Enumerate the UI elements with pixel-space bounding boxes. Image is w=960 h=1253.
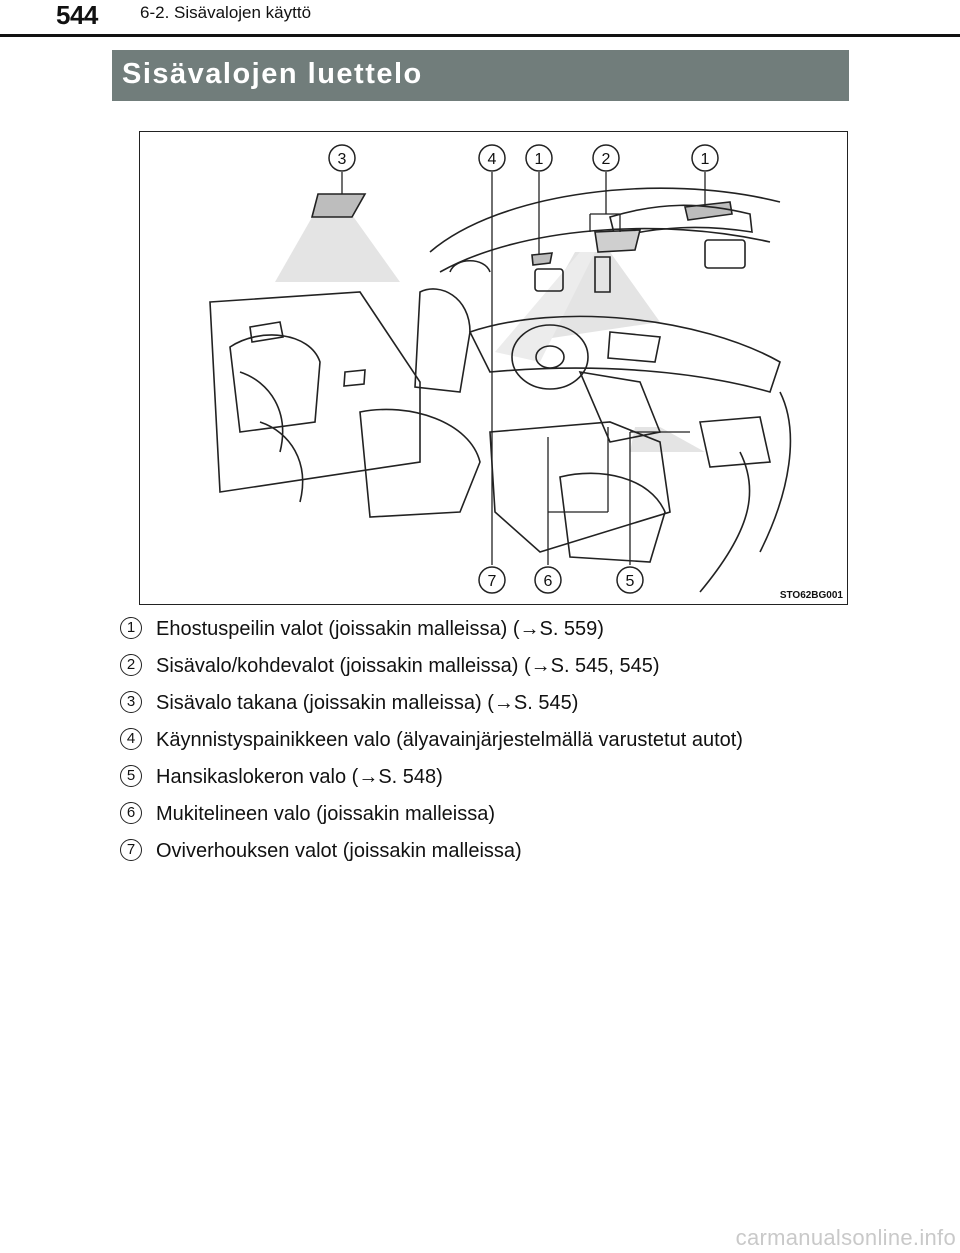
item-text: Ehostuspeilin valot (joissakin malleissa… bbox=[156, 618, 604, 640]
list-item: 6 Mukitelineen valo (joissakin malleissa… bbox=[112, 797, 872, 829]
item-text: Sisävalo/kohdevalot (joissakin malleissa… bbox=[156, 655, 660, 677]
header-rule bbox=[0, 34, 960, 37]
callout-label: 3 bbox=[338, 151, 347, 168]
callout-label: 4 bbox=[488, 151, 497, 168]
list-item: 5 Hansikaslokeron valo (→S. 548) bbox=[112, 760, 872, 792]
callout-1b bbox=[691, 144, 719, 172]
item-number-badge: 6 bbox=[120, 802, 142, 824]
light-cone-center bbox=[495, 252, 595, 362]
list-item: 7 Oviverhouksen valot (joissakin malleis… bbox=[112, 834, 872, 866]
running-header: 6-2. Sisävalojen käyttö bbox=[140, 3, 312, 22]
callout-label: 2 bbox=[602, 151, 611, 168]
item-text: Oviverhouksen valot (joissakin malleissa… bbox=[156, 840, 522, 862]
section-title: Sisävalojen luettelo bbox=[112, 50, 849, 101]
watermark: carmanualsonline.info bbox=[735, 1225, 956, 1250]
callout-5 bbox=[616, 566, 644, 594]
item-number-badge: 3 bbox=[120, 691, 142, 713]
interior-lights-figure: 3 4 1 2 1 7 6 5 STO62BG001 bbox=[139, 131, 848, 605]
list-item: 4 Käynnistyspainikkeen valo (älyavainjär… bbox=[112, 723, 872, 755]
callout-label: 1 bbox=[535, 151, 544, 168]
light-cone-rear bbox=[275, 212, 400, 282]
item-number-badge: 1 bbox=[120, 617, 142, 639]
item-number-badge: 7 bbox=[120, 839, 142, 861]
callout-circles bbox=[328, 144, 719, 594]
item-number-badge: 5 bbox=[120, 765, 142, 787]
light-cone-glovebox bbox=[630, 427, 705, 452]
callout-label: 5 bbox=[626, 573, 635, 590]
item-text: Mukitelineen valo (joissakin malleissa) bbox=[156, 803, 496, 825]
figure-code: STO62BG001 bbox=[779, 590, 843, 601]
item-text: Käynnistyspainikkeen valo (älyavainjärje… bbox=[156, 729, 743, 751]
list-item: 2 Sisävalo/kohdevalot (joissakin malleis… bbox=[112, 649, 872, 681]
callout-2 bbox=[592, 144, 620, 172]
callout-3 bbox=[328, 144, 356, 172]
callout-6 bbox=[534, 566, 562, 594]
item-text: Hansikaslokeron valo (→S. 548) bbox=[156, 766, 443, 788]
item-number-badge: 2 bbox=[120, 654, 142, 676]
car-interior-illustration: 3 4 1 2 1 7 6 5 bbox=[209, 144, 792, 594]
list-item: 3 Sisävalo takana (joissakin malleissa) … bbox=[112, 686, 872, 718]
list-item: 1 Ehostuspeilin valot (joissakin malleis… bbox=[112, 612, 872, 644]
item-number-badge: 4 bbox=[120, 728, 142, 750]
item-text: Sisävalo takana (joissakin malleissa) (→… bbox=[156, 692, 579, 714]
callout-label: 6 bbox=[544, 573, 553, 590]
callout-7 bbox=[478, 566, 506, 594]
callout-label: 7 bbox=[488, 573, 497, 590]
callout-4 bbox=[478, 144, 506, 172]
callout-label: 1 bbox=[701, 151, 710, 168]
page-number: 544 bbox=[56, 0, 98, 30]
callout-1a bbox=[525, 144, 553, 172]
